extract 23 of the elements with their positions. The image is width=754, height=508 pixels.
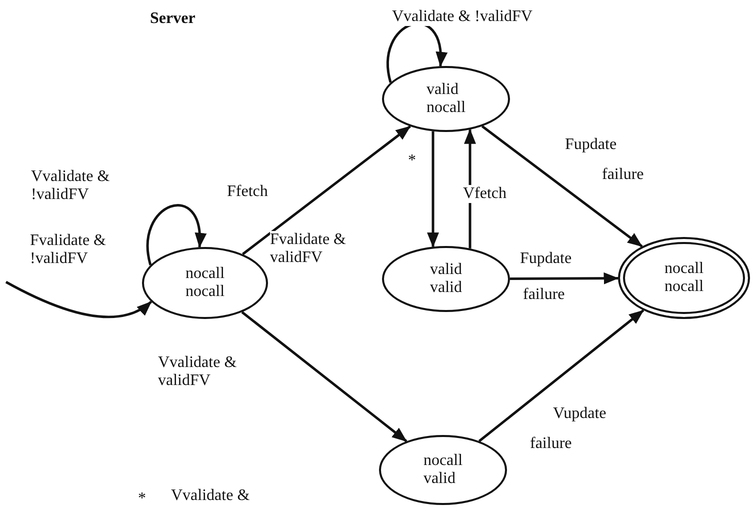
state-label: nocall nocall [664, 260, 704, 296]
final-state-ellipse [618, 237, 750, 319]
edge-label: Vupdate [553, 405, 606, 424]
state-label: valid valid [430, 261, 462, 297]
arrow [478, 309, 644, 442]
state-label: nocall nocall [185, 265, 225, 301]
arrow [481, 125, 643, 248]
state-ellipse [382, 66, 510, 132]
arrow [5, 280, 152, 318]
state-label: valid nocall [426, 81, 466, 117]
arrow [241, 311, 408, 442]
state-ellipse [382, 246, 510, 312]
arrow [510, 272, 619, 284]
state-ellipse [142, 247, 268, 319]
arrow [146, 204, 206, 266]
edge-label: Vvalidate & !validFV [392, 8, 532, 26]
edge-label: Fupdate [520, 250, 572, 268]
edge-label: Vfetch [463, 185, 507, 204]
state-ellipse [379, 435, 507, 505]
arrow [242, 125, 411, 256]
edge-label: Fupdate [565, 136, 617, 154]
arrow [427, 131, 439, 248]
state-label: nocall valid [423, 452, 463, 488]
